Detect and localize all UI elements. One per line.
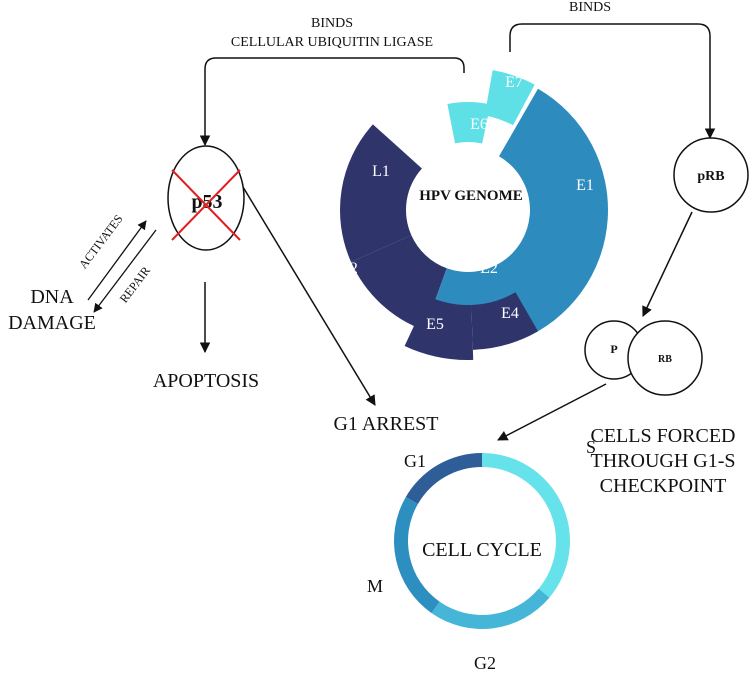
hpv-genome: L1 L2 E1 E2 E4 E5 E6 E7 HPV GENOME — [340, 70, 608, 360]
repair-label: REPAIR — [117, 264, 153, 306]
cell-cycle-phase-g2 — [431, 588, 550, 630]
label-e6: E6 — [470, 116, 488, 133]
p53-cross-line-2 — [171, 169, 241, 241]
genome-segment-l2 — [351, 235, 447, 331]
genome-segment-e4 — [471, 292, 538, 350]
cell-cycle-title: CELL CYCLE — [422, 539, 542, 561]
genome-title: HPV GENOME — [419, 188, 522, 204]
genome-segment-e7 — [484, 70, 535, 126]
cell-cycle-phase-g1 — [405, 453, 482, 504]
prb-circle — [673, 137, 749, 213]
binds-right-label: BINDS — [569, 0, 611, 15]
label-e4: E4 — [501, 305, 519, 322]
damage-label: DAMAGE — [8, 312, 96, 334]
phase-label-s: S — [586, 437, 596, 457]
forced-label-line3: CHECKPOINT — [600, 475, 727, 497]
binds-left-label-line1: BINDS — [311, 16, 353, 31]
phase-label-g1: G1 — [404, 451, 426, 471]
prb-node: pRB — [673, 137, 749, 213]
forced-label-line2: THROUGH G1-S — [591, 450, 736, 472]
arrow-p53-repair-dna — [93, 229, 157, 313]
arrow-p53-to-g1-arrest — [242, 186, 376, 406]
label-e7: E7 — [505, 74, 523, 91]
label-e1: E1 — [576, 177, 594, 194]
arrow-p-rb-to-cell-cycle — [497, 383, 607, 441]
arrow-e6-to-p53 — [199, 57, 465, 147]
phase-label-g2: G2 — [474, 653, 496, 673]
phosphorylated-rb: P RB — [584, 320, 703, 396]
g1-arrest-label: G1 ARREST — [333, 413, 438, 435]
forced-label-line1: CELLS FORCED — [590, 425, 735, 447]
phase-label-m: M — [367, 576, 383, 596]
label-e5: E5 — [426, 316, 444, 333]
genome-segment-l1 — [340, 124, 422, 263]
apoptosis-label: APOPTOSIS — [153, 370, 259, 392]
activates-label: ACTIVATES — [76, 212, 126, 271]
label-l1: L1 — [372, 163, 390, 180]
genome-segment-e2 — [433, 215, 568, 310]
cell-cycle: CELL CYCLE G1 S G2 M — [367, 437, 596, 673]
arrow-e7-to-prb — [509, 23, 716, 140]
p-label: P — [610, 342, 617, 356]
arrow-dna-activates-p53 — [87, 220, 147, 301]
genome-segment-e6 — [447, 102, 491, 144]
prb-label: pRB — [697, 169, 724, 184]
label-l2: L2 — [340, 260, 358, 277]
p53-node: p53 — [167, 145, 245, 251]
label-e2: E2 — [480, 260, 498, 277]
rb-circle — [627, 320, 703, 396]
rb-label: RB — [658, 354, 672, 365]
binds-left-label-line2: CELLULAR UBIQUITIN LIGASE — [231, 35, 433, 50]
cell-cycle-phase-s — [482, 453, 570, 598]
dna-label: DNA — [30, 286, 74, 308]
arrow-prb-to-p-rb — [642, 211, 693, 317]
genome-segment-e5 — [404, 296, 474, 360]
cell-cycle-phase-m — [394, 497, 440, 614]
